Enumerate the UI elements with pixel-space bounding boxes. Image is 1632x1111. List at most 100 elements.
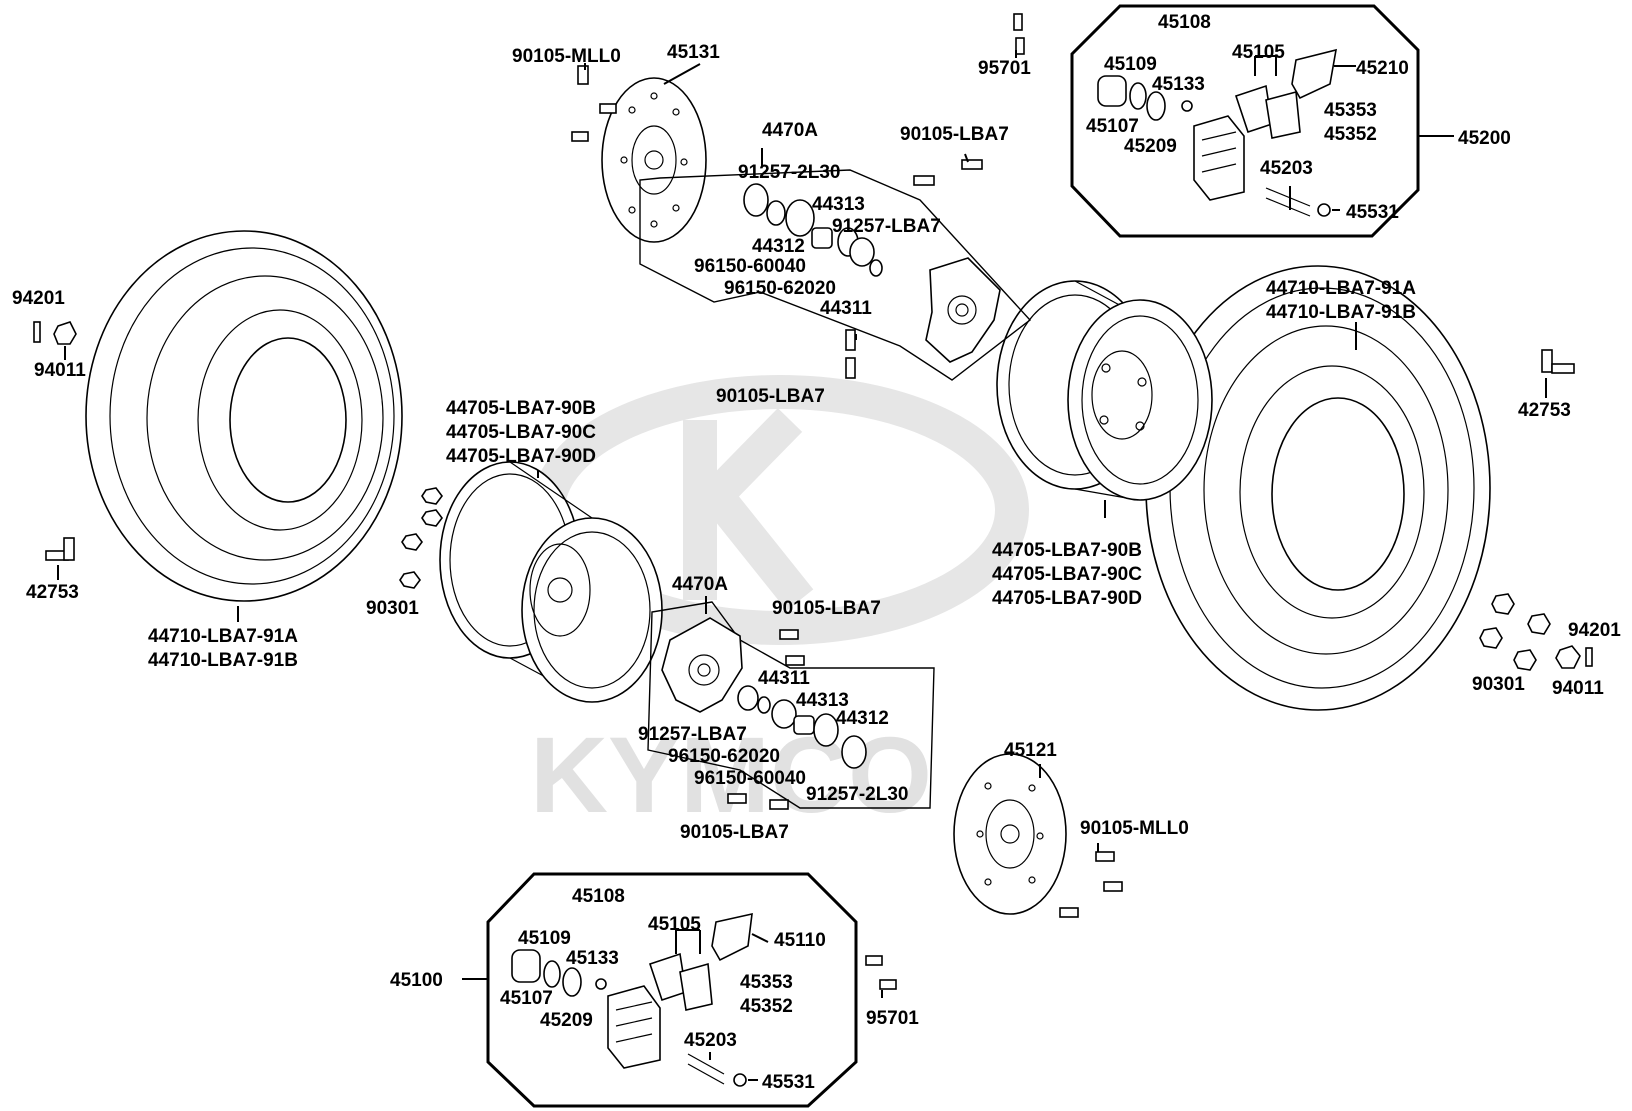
brake-disc-45131[interactable] (601, 77, 707, 243)
label-45209: 45209 (540, 1010, 593, 1031)
leader-lines (237, 50, 1357, 1081)
label-42753: 42753 (26, 582, 79, 603)
nuts-90301-left[interactable] (399, 487, 443, 589)
nuts-90301-right[interactable] (1479, 593, 1551, 671)
valve-42753-right[interactable] (1541, 349, 1575, 398)
label-45203: 45203 (1260, 158, 1313, 179)
label-96150-62020: 96150-62020 (668, 746, 780, 767)
label-96150-60040: 96150-60040 (694, 768, 806, 789)
label-94201: 94201 (12, 288, 65, 309)
label-44705-lba7-90d: 44705-LBA7-90D (446, 446, 596, 467)
label-91257-lba7: 91257-LBA7 (832, 216, 941, 237)
hub-group-4470a-top (639, 148, 1032, 381)
label-42753: 42753 (1518, 400, 1571, 421)
label-44312: 44312 (752, 236, 805, 257)
label-45353: 45353 (740, 972, 793, 993)
label-44312: 44312 (836, 708, 889, 729)
label-45110: 45110 (774, 930, 826, 951)
label-94201: 94201 (1568, 620, 1621, 641)
label-4470a: 4470A (762, 120, 818, 141)
label-44710-lba7-91a: 44710-LBA7-91A (1266, 278, 1416, 299)
wheel-hub-top[interactable] (925, 257, 1001, 363)
label-91257-2l30: 91257-2L30 (738, 162, 840, 183)
label-45531: 45531 (762, 1072, 815, 1093)
label-90105-lba7: 90105-LBA7 (680, 822, 789, 843)
label-45203: 45203 (684, 1030, 737, 1051)
label-44313: 44313 (796, 690, 849, 711)
label-44710-lba7-91b: 44710-LBA7-91B (148, 650, 298, 671)
label-44705-lba7-90b: 44705-LBA7-90B (992, 540, 1142, 561)
bolt-90105-lba7-bottom[interactable] (727, 793, 789, 810)
part-labels: 90105-MLL0 45131 4470A 91257-2L30 44313 … (12, 12, 1621, 1093)
brake-disc-45121[interactable] (953, 753, 1067, 915)
label-90105-lba7: 90105-LBA7 (900, 124, 1009, 145)
caliper-bottom-parts[interactable] (511, 912, 753, 1087)
label-96150-60040: 96150-60040 (694, 256, 806, 277)
hub-bearings-bottom[interactable] (737, 685, 867, 769)
valve-42753-left[interactable] (45, 537, 75, 580)
cap-94011-left[interactable] (33, 321, 77, 360)
label-90301: 90301 (1472, 674, 1525, 695)
label-44705-lba7-90b: 44705-LBA7-90B (446, 398, 596, 419)
label-96150-62020: 96150-62020 (724, 278, 836, 299)
label-45108: 45108 (1158, 12, 1211, 33)
wheel-hub-bottom[interactable] (661, 617, 743, 713)
label-45100: 45100 (390, 970, 443, 991)
label-45109: 45109 (1104, 54, 1157, 75)
label-90301: 90301 (366, 598, 419, 619)
label-45133: 45133 (566, 948, 619, 969)
label-44710-lba7-91b: 44710-LBA7-91B (1266, 302, 1416, 323)
label-44710-lba7-91a: 44710-LBA7-91A (148, 626, 298, 647)
label-91257-lba7: 91257-LBA7 (638, 724, 747, 745)
label-45131: 45131 (667, 42, 720, 63)
right-tire[interactable] (1145, 265, 1491, 711)
label-90105-mll0: 90105-MLL0 (512, 46, 621, 67)
bolt-95701-bottom[interactable] (865, 955, 897, 990)
label-45105: 45105 (648, 914, 701, 935)
hub-bearings-top[interactable] (743, 183, 883, 277)
label-94011: 94011 (1552, 678, 1604, 699)
label-45107: 45107 (500, 988, 553, 1009)
label-44313: 44313 (812, 194, 865, 215)
label-45109: 45109 (518, 928, 571, 949)
watermark-text: KYMCO (530, 714, 932, 835)
label-45210: 45210 (1356, 58, 1409, 79)
caliper-group-45200-box (1070, 4, 1454, 238)
caliper-group-45100-box (462, 872, 858, 1108)
label-45352: 45352 (1324, 124, 1377, 145)
label-44705-lba7-90d: 44705-LBA7-90D (992, 588, 1142, 609)
label-44705-lba7-90c: 44705-LBA7-90C (446, 422, 596, 443)
bolt-95701-top[interactable] (1013, 13, 1025, 55)
label-45133: 45133 (1152, 74, 1205, 95)
kymco-watermark: KYMCO (530, 375, 1029, 835)
caliper-top-parts[interactable] (1097, 48, 1338, 217)
label-44311: 44311 (820, 298, 872, 319)
label-45105: 45105 (1232, 42, 1285, 63)
label-45200: 45200 (1458, 128, 1511, 149)
label-90105-lba7: 90105-LBA7 (716, 386, 825, 407)
label-95701: 95701 (978, 58, 1031, 79)
label-45121: 45121 (1004, 740, 1057, 761)
label-91257-2l30: 91257-2L30 (806, 784, 908, 805)
label-95701: 95701 (866, 1008, 919, 1029)
bolt-90105-mll0-top[interactable] (571, 65, 617, 142)
left-wheel-rim[interactable] (439, 461, 663, 703)
bolt-90105-lba7-mid[interactable] (779, 629, 805, 666)
label-44705-lba7-90c: 44705-LBA7-90C (992, 564, 1142, 585)
label-45209: 45209 (1124, 136, 1177, 157)
label-45108: 45108 (572, 886, 625, 907)
label-45531: 45531 (1346, 202, 1399, 223)
label-90105-lba7: 90105-LBA7 (772, 598, 881, 619)
label-90105-mll0: 90105-MLL0 (1080, 818, 1189, 839)
label-44311: 44311 (758, 668, 810, 689)
cap-94011-right[interactable] (1555, 645, 1593, 669)
label-94011: 94011 (34, 360, 86, 381)
label-45352: 45352 (740, 996, 793, 1017)
bolt-90105-mll0-bottom[interactable] (1059, 851, 1123, 918)
left-tire[interactable] (85, 230, 403, 602)
label-45353: 45353 (1324, 100, 1377, 121)
label-45107: 45107 (1086, 116, 1139, 137)
label-4470a: 4470A (672, 574, 728, 595)
right-wheel-rim[interactable] (996, 280, 1213, 501)
